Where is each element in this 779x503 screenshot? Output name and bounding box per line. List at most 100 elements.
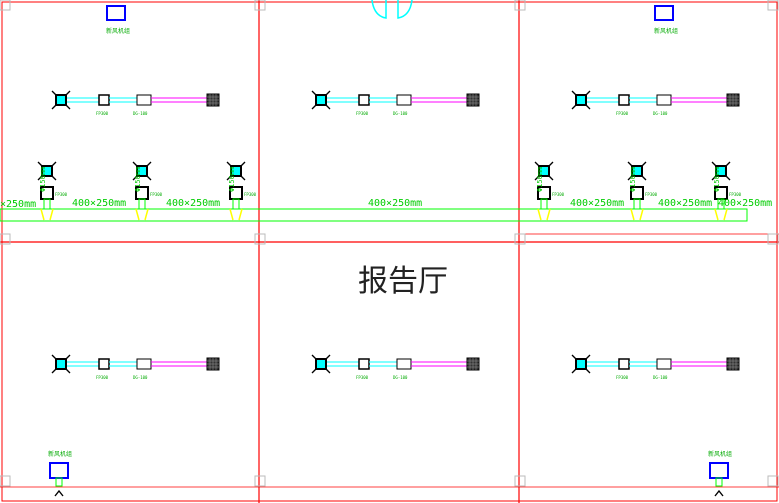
unit-duct-stub (55, 477, 63, 487)
fresh-air-unit-label: 新风机组 (106, 27, 130, 35)
column-marker (514, 475, 526, 487)
valve (656, 358, 672, 370)
valve (136, 358, 152, 370)
diffuser-arm (534, 175, 540, 181)
flex-connector (40, 208, 54, 221)
diffuser-arm (51, 175, 57, 181)
column-marker (0, 0, 11, 11)
branch-neck (540, 198, 548, 210)
duct-label-4: 400×250mm (368, 198, 422, 209)
branch-damper-label: FP300 (55, 192, 68, 197)
duct-label-1: ×250mm (0, 199, 36, 210)
damper-label: FP300 (616, 375, 629, 380)
valve-label: DG-100 (653, 375, 668, 380)
fresh-air-unit-box (709, 462, 729, 479)
diffuser-arm (571, 368, 577, 374)
diffuser-arm (711, 161, 717, 167)
branch-size-label: Φ150mm (228, 167, 236, 192)
diffuser-arm (240, 175, 246, 181)
branch-damper-label: FP300 (552, 192, 565, 197)
valve (136, 94, 152, 106)
diffuser (575, 94, 587, 106)
fresh-air-unit-label: 新风机组 (654, 27, 678, 35)
diffuser-arm (325, 90, 331, 96)
fan-coil-assembly: FP300 DG-100 (571, 90, 740, 116)
valve-label: DG-100 (133, 375, 148, 380)
unit-duct-stub (715, 477, 723, 487)
diffuser-arm (65, 104, 71, 110)
diffuser-arm (571, 90, 577, 96)
diffuser-arm (132, 175, 138, 181)
damper (618, 358, 630, 370)
diffuser-arm (51, 354, 57, 360)
diffuser-arm (641, 161, 647, 167)
branch-size-label: Φ150mm (39, 167, 47, 192)
fresh-air-unit-box (49, 462, 69, 479)
air-outlet-arrow (54, 489, 64, 497)
branch-neck (717, 198, 725, 210)
diffuser-arm (132, 161, 138, 167)
column-marker (254, 0, 266, 11)
valve (396, 94, 412, 106)
column-marker (514, 233, 526, 245)
diffuser-arm (226, 161, 232, 167)
branch-size-label: Φ150mm (536, 167, 544, 192)
branch-neck (138, 198, 146, 210)
damper (98, 358, 110, 370)
diffuser-arm (311, 104, 317, 110)
diffuser-arm (51, 90, 57, 96)
branch-damper-label: FP300 (150, 192, 163, 197)
column-marker (514, 0, 526, 11)
diffuser-arm (37, 161, 43, 167)
diffuser (315, 358, 327, 370)
duct-label-2: 400×250mm (72, 198, 126, 209)
fresh-air-unit: 新风机组 (708, 450, 732, 497)
diffuser-arm (548, 161, 554, 167)
fan-coil-assembly: FP300 DG-100 (571, 354, 740, 380)
fresh-air-unit-label: 新风机组 (48, 450, 72, 458)
diffuser-arm (548, 175, 554, 181)
valve-label: DG-100 (393, 111, 408, 116)
flex-connector (630, 208, 644, 221)
column-marker (767, 475, 779, 487)
diffuser-arm (51, 161, 57, 167)
diffuser-arm (65, 354, 71, 360)
diffuser-arm (571, 104, 577, 110)
damper (618, 94, 630, 106)
diffuser-arm (571, 354, 577, 360)
diffuser-arm (585, 368, 591, 374)
duct-label-3: 400×250mm (166, 198, 220, 209)
flex-connector (135, 208, 149, 221)
valve (396, 358, 412, 370)
damper-label: FP300 (356, 375, 369, 380)
diffuser (538, 165, 550, 177)
duct-label-5: 400×250mm (570, 198, 624, 209)
damper-label: FP300 (616, 111, 629, 116)
valve-label: DG-100 (653, 111, 668, 116)
diffuser-arm (51, 104, 57, 110)
flex-connector (714, 208, 728, 221)
damper-label: FP300 (96, 111, 109, 116)
branch-damper-label: FP300 (244, 192, 257, 197)
door-swing (371, 0, 387, 19)
diffuser (136, 165, 148, 177)
branch-size-label: Φ150mm (134, 167, 142, 192)
column-marker (0, 475, 11, 487)
diffuser-arm (146, 175, 152, 181)
diffuser-arm (641, 175, 647, 181)
diffuser-arm (311, 368, 317, 374)
diffuser-arm (711, 175, 717, 181)
flex-connector (537, 208, 551, 221)
diffuser (715, 165, 727, 177)
branch-damper-label: FP300 (729, 192, 742, 197)
duct-label-7: 400×250mm (718, 198, 772, 209)
